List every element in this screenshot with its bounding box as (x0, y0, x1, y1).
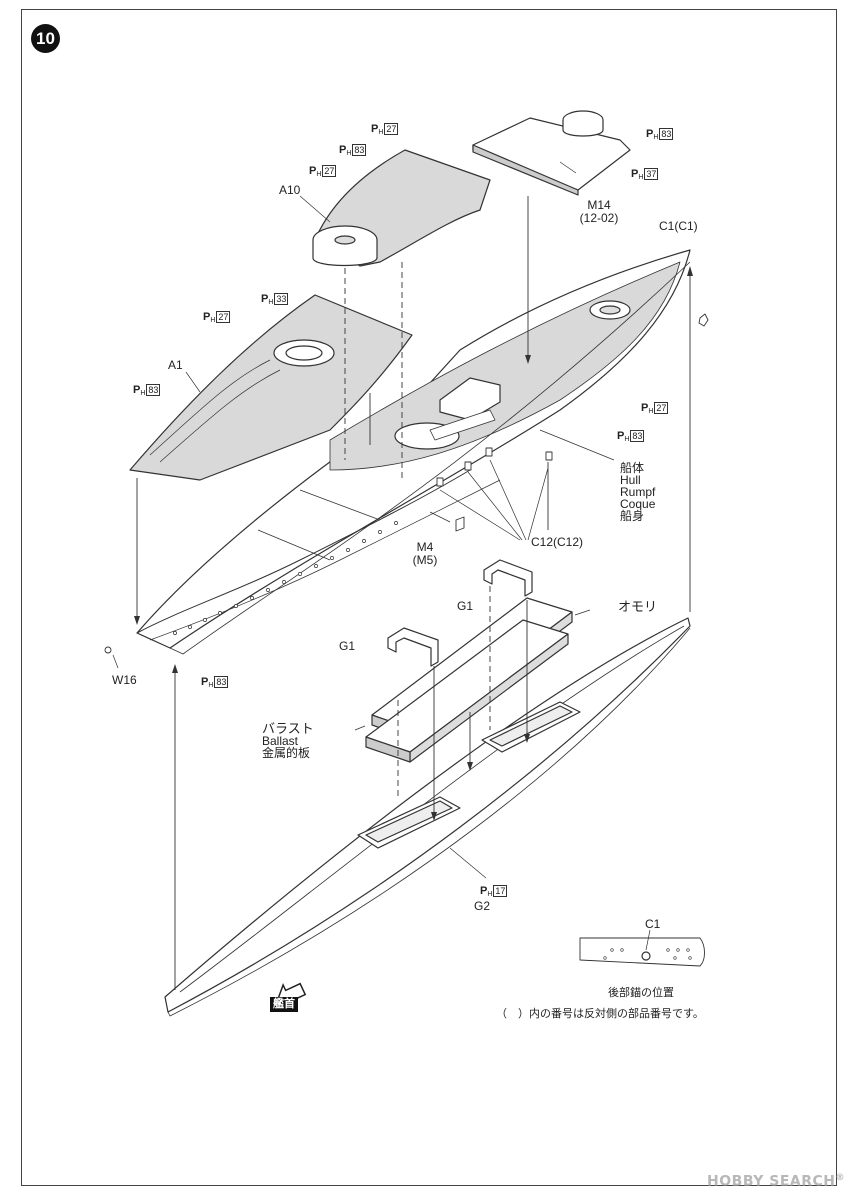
deck-a1 (129, 294, 413, 481)
ph-prefix: P (261, 293, 269, 305)
label-g1-left: G1 (339, 639, 356, 653)
ph-sub: H (210, 317, 216, 324)
ph-sub: H (378, 129, 384, 136)
watermark: HOBBY SEARCH® (707, 1173, 845, 1190)
ph-number: 27 (322, 165, 337, 177)
watermark-reg: ® (835, 1173, 845, 1184)
label-m4-code: M4 (416, 540, 434, 554)
ph-sub: H (624, 436, 630, 443)
ph-prefix: P (617, 430, 625, 442)
hull-label-en: Hull (620, 473, 641, 487)
anchor-inset (579, 929, 705, 967)
ph-number: 83 (352, 144, 367, 156)
ph-number: 27 (216, 311, 231, 323)
ph-prefix: P (133, 384, 141, 396)
hull-label-cn: 船身 (620, 509, 645, 523)
label-c12: C12(C12) (531, 535, 584, 549)
ph-prefix: P (371, 123, 379, 135)
ballast-frame-front (357, 796, 461, 849)
hull-label-block: 船体 Hull Rumpf Coque 船身 (620, 462, 655, 522)
ph-prefix: P (309, 165, 317, 177)
label-c1-top: C1(C1) (659, 219, 698, 233)
ph-number: 83 (214, 676, 229, 688)
guide-lines (136, 196, 691, 990)
ph-number: 37 (644, 168, 659, 180)
guide-arrowheads (134, 266, 693, 821)
ballast-frame-rear (481, 701, 581, 753)
ph-number: 17 (493, 885, 508, 897)
ph-sub: H (638, 174, 644, 181)
label-w16: W16 (112, 673, 137, 687)
part-m14 (472, 110, 631, 196)
ballast-label-block: バラスト Ballast 金属的板 (262, 721, 314, 760)
instruction-sheet-frame (21, 9, 837, 1186)
label-m14-code: M14 (587, 198, 611, 212)
label-a10: A10 (279, 183, 301, 197)
upper-hull-main (136, 249, 691, 655)
ph-prefix: P (480, 885, 488, 897)
ph-sub: H (487, 891, 493, 898)
ph-prefix: P (339, 144, 347, 156)
ph-number: 83 (659, 128, 674, 140)
ph-prefix: P (203, 311, 211, 323)
ph-prefix: P (646, 128, 654, 140)
leader-lines (112, 161, 615, 879)
ph-sub: H (316, 171, 322, 178)
ph-prefix: P (641, 402, 649, 414)
ph-number: 27 (384, 123, 399, 135)
deck-a10 (312, 149, 491, 267)
label-m4-alt: (M5) (412, 553, 438, 567)
ph-sub: H (208, 682, 214, 689)
ballast-label-en: Ballast (262, 734, 299, 748)
bow-label: 艦首 (270, 997, 298, 1012)
ph-sub: H (140, 390, 146, 397)
inset-caption: 後部錨の位置 (608, 987, 674, 999)
weight-label: オモリ (618, 599, 658, 614)
small-parts (104, 313, 709, 654)
watermark-text: HOBBY SEARCH (707, 1174, 836, 1190)
ph-number: 83 (630, 430, 645, 442)
label-m4: M4 (M5) (405, 541, 445, 567)
weight-plate-lower (365, 619, 569, 763)
label-c1-inset: C1 (645, 917, 661, 931)
ph-sub: H (346, 150, 352, 157)
ph-prefix: P (201, 676, 209, 688)
hull-label-fr: Coque (620, 497, 656, 511)
ph-sub: H (648, 408, 654, 415)
ph-sub: H (653, 134, 659, 141)
label-a1: A1 (168, 358, 183, 372)
ph-number: 33 (274, 293, 289, 305)
label-g1-right: G1 (457, 599, 474, 613)
g1-bracket-right (483, 559, 533, 597)
ph-number: 83 (146, 384, 161, 396)
ph-number: 27 (654, 402, 669, 414)
label-m14: M14 (12-02) (574, 199, 624, 225)
hull-label-de: Rumpf (620, 485, 656, 499)
ph-sub: H (268, 299, 274, 306)
footnote: （ ）内の番号は反対側の部品番号です。 (496, 1008, 704, 1020)
step-number-badge: 10 (31, 24, 60, 53)
g1-bracket-left (387, 627, 439, 667)
ballast-label-cn: 金属的板 (262, 746, 311, 760)
label-g2: G2 (474, 899, 491, 913)
hull-label-jp: 船体 (620, 461, 645, 475)
ph-prefix: P (631, 168, 639, 180)
ballast-label-jp: バラスト (262, 721, 314, 736)
label-m14-alt: (12-02) (579, 211, 619, 225)
